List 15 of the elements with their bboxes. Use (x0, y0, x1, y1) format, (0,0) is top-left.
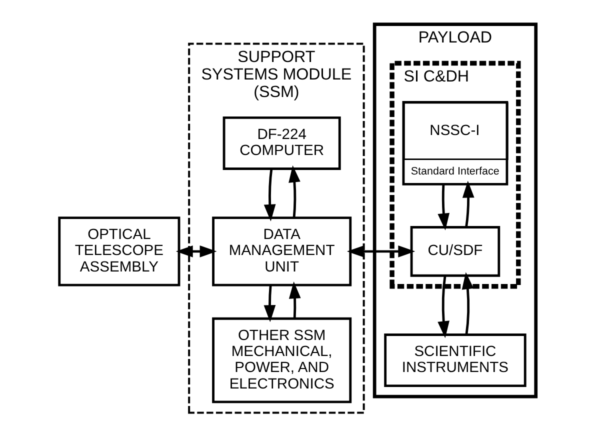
node-box: DATA MANAGEMENT UNIT (212, 216, 352, 286)
arrow (462, 180, 474, 227)
node-box: OPTICAL TELESCOPE ASSEMBLY (58, 216, 180, 286)
arrow (264, 285, 276, 322)
arrow (438, 184, 450, 230)
arrow (346, 245, 416, 258)
arrow (176, 245, 217, 258)
arrow (288, 282, 301, 319)
arrow (462, 272, 474, 335)
node-box: DF-224 COMPUTER (222, 116, 341, 170)
node-box: SCIENTIFIC INSTRUMENTS (384, 334, 526, 388)
node-box: OTHER SSM MECHANICAL, POWER, AND ELECTRONICS (212, 317, 352, 404)
node-box: CU/SDF (410, 226, 500, 277)
arrow (288, 165, 300, 218)
arrow (264, 168, 276, 222)
